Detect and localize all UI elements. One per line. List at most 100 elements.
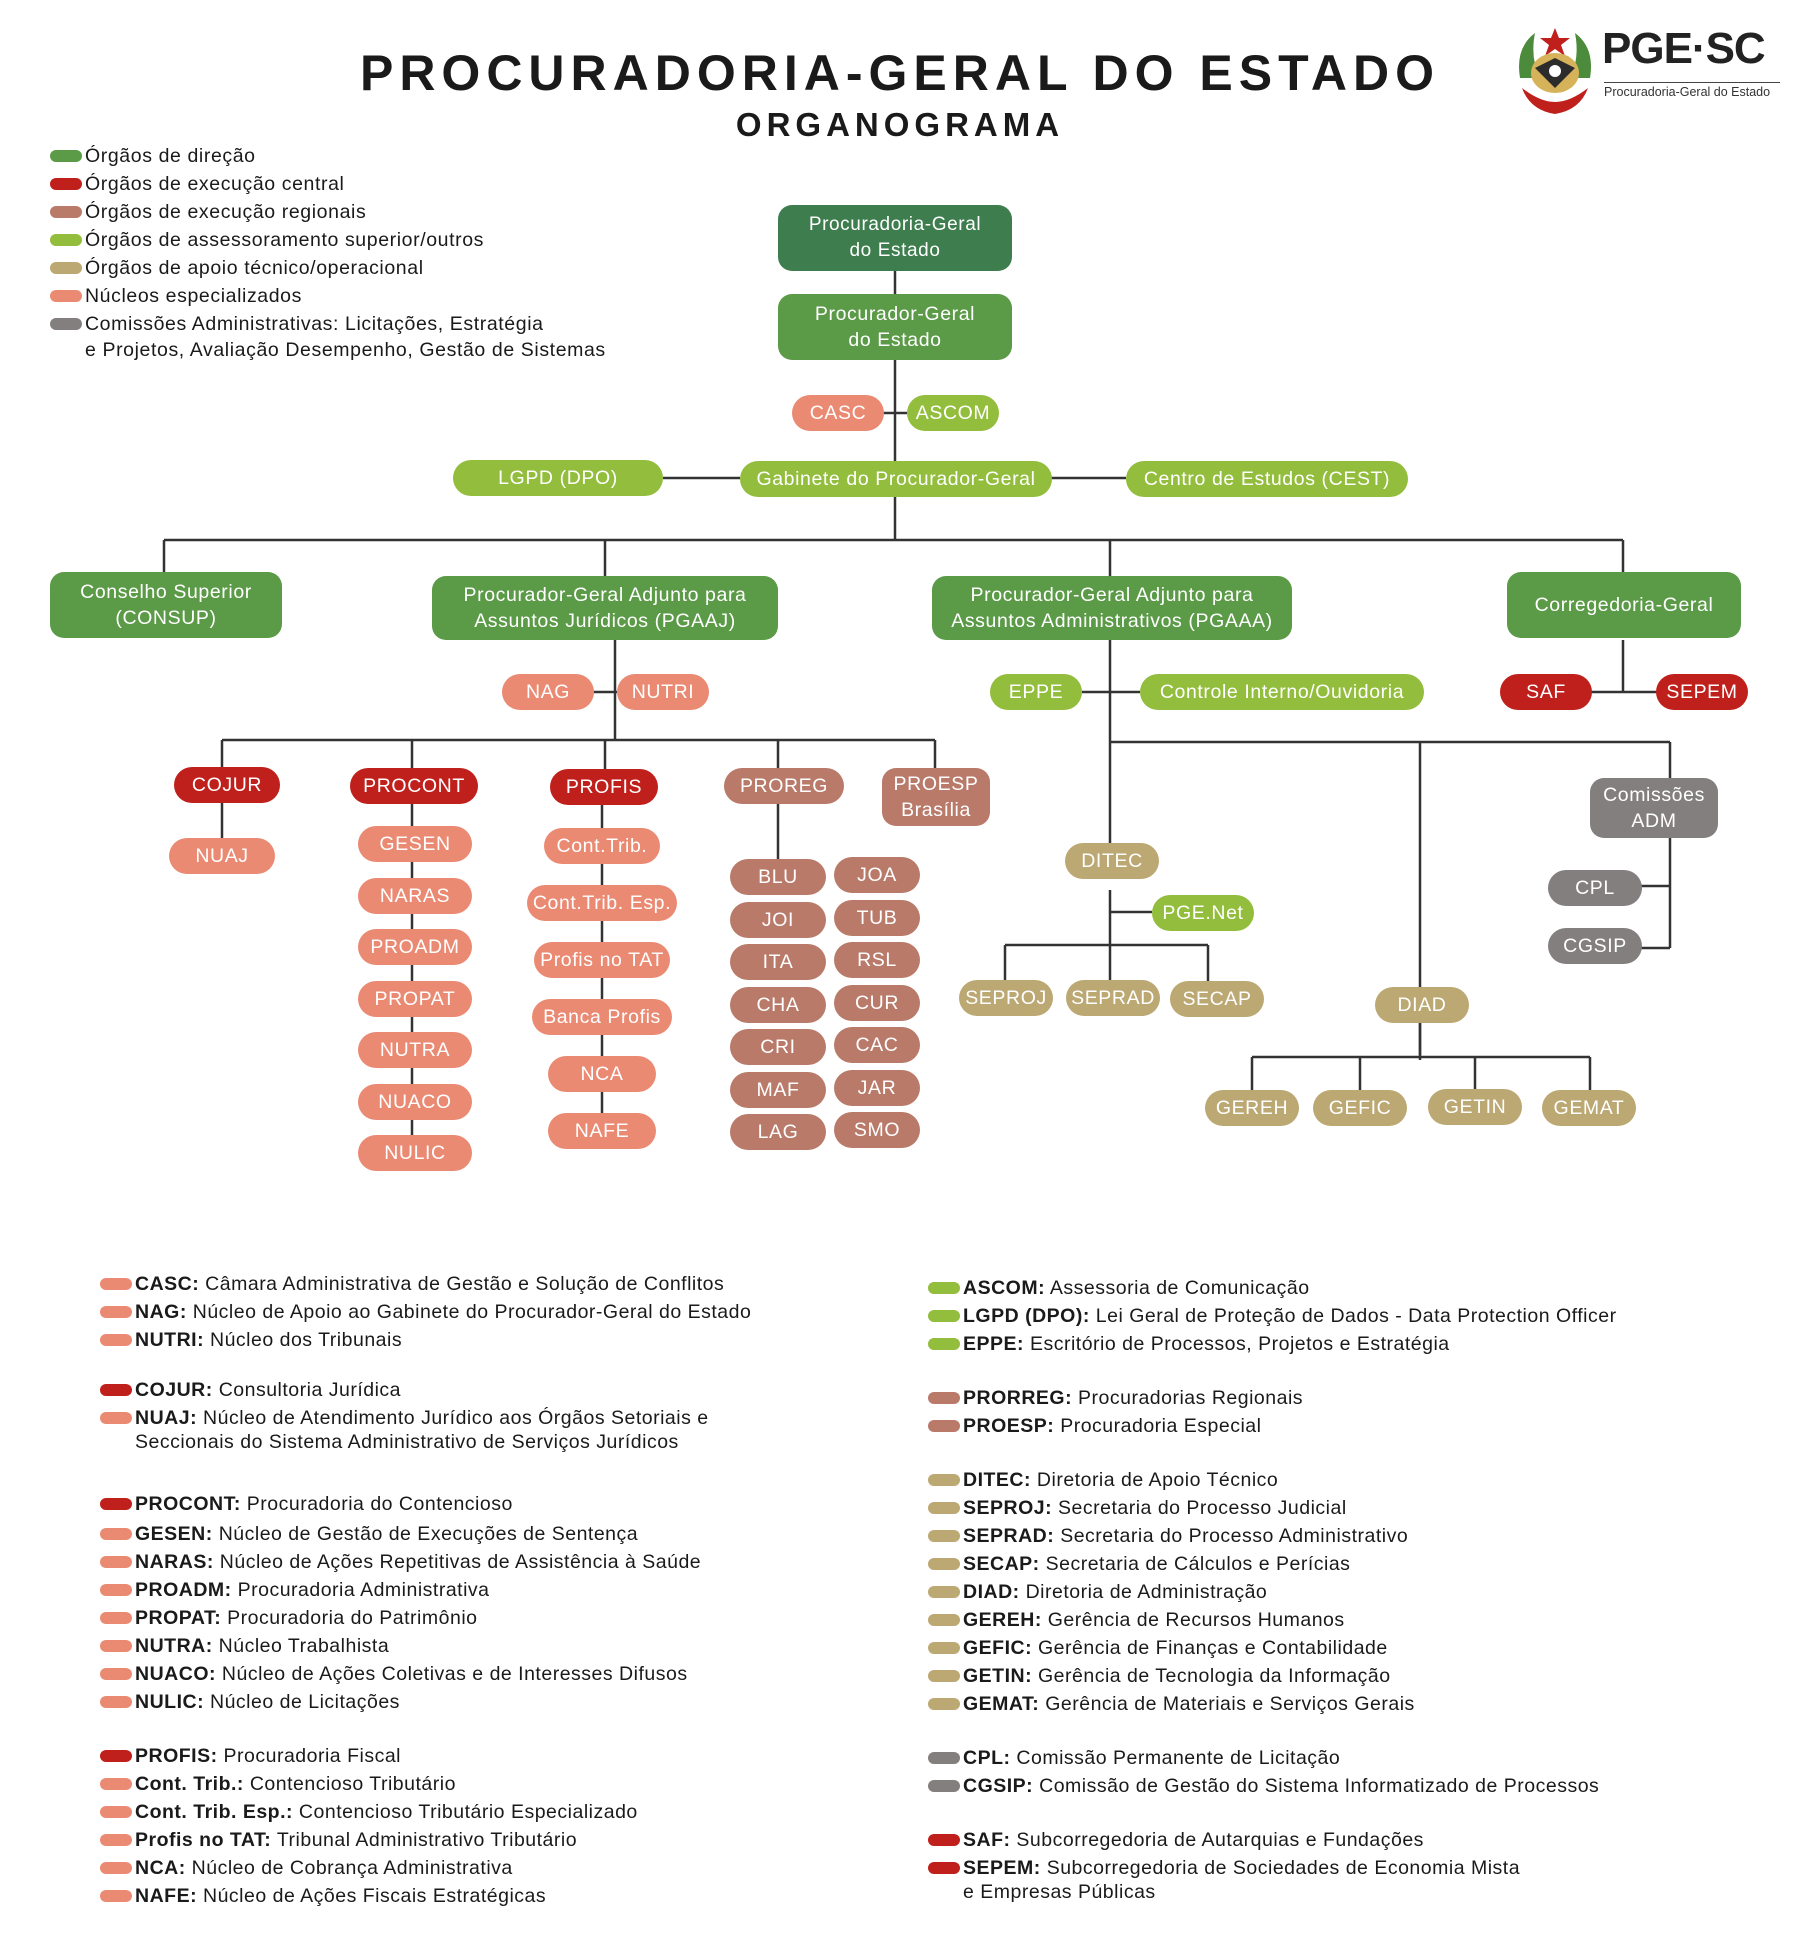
glossary-definition: Núcleo de Apoio ao Gabinete do Procurado… [192,1301,752,1323]
node-item: NULIC [358,1135,472,1171]
glossary-swatch [928,1530,960,1542]
glossary-swatch [100,1834,132,1846]
glossary-term: NUAJ: [135,1407,198,1429]
glossary-swatch [100,1384,132,1396]
node-gemat: GEMAT [1542,1090,1636,1126]
glossary-term: NUTRI: [135,1329,205,1351]
glossary-definition-continued: Seccionais do Sistema Administrativo de … [135,1431,679,1453]
glossary-term: Cont. Trib.: [135,1773,244,1795]
legend-label: Órgãos de execução central [85,173,345,195]
glossary-swatch [928,1586,960,1598]
node-seproj: SEPROJ [959,980,1053,1016]
glossary-text: Cont. Trib. Esp.: Contencioso Tributário… [135,1800,638,1824]
glossary-definition-continued: e Empresas Públicas [963,1881,1156,1903]
glossary-text: NUTRI: Núcleo dos Tribunais [135,1328,402,1352]
node-controle: Controle Interno/Ouvidoria [1140,674,1424,710]
node-procuradoria-geral: Procuradoria-Geral do Estado [778,205,1012,271]
node-consup: Conselho Superior (CONSUP) [50,572,282,638]
node-pgenet: PGE.Net [1152,895,1254,931]
glossary-text: Profis no TAT: Tribunal Administrativo T… [135,1828,577,1852]
glossary-swatch [100,1668,132,1680]
glossary-swatch [928,1420,960,1432]
node-corregedoria: Corregedoria-Geral [1507,572,1741,638]
glossary-term: SECAP: [963,1553,1040,1575]
node-item: CRI [730,1029,826,1065]
glossary-definition: Núcleo dos Tribunais [210,1329,403,1351]
glossary-text: NUACO: Núcleo de Ações Coletivas e de In… [135,1662,688,1686]
node-item: CHA [730,986,826,1023]
glossary-swatch [928,1780,960,1792]
glossary-text: SEPEM: Subcorregedoria de Sociedades de … [963,1856,1520,1904]
legend-label: Órgãos de direção [85,145,256,167]
glossary-definition: Procuradoria Especial [1060,1415,1262,1437]
glossary-text: PROESP: Procuradoria Especial [963,1414,1261,1438]
node-proesp: PROESP Brasília [882,768,990,826]
glossary-swatch [100,1696,132,1708]
glossary-term: CPL: [963,1747,1011,1769]
page-title: PROCURADORIA-GERAL DO ESTADO [359,45,1441,101]
glossary-definition: Diretoria de Apoio Técnico [1036,1469,1279,1491]
glossary-swatch [100,1612,132,1624]
glossary-definition: Gerência de Recursos Humanos [1047,1609,1345,1631]
glossary-term: DITEC: [963,1469,1031,1491]
node-item: SMO [834,1112,920,1148]
pge-sc-logo: PGE·SC Procuradoria-Geral do Estado [1510,18,1790,118]
node-profis: PROFIS [550,769,658,805]
legend-label: Comissões Administrativas: Licitações, E… [85,313,606,361]
glossary-text: NULIC: Núcleo de Licitações [135,1690,400,1714]
glossary-text: DIAD: Diretoria de Administração [963,1580,1267,1604]
glossary-definition: Procuradorias Regionais [1078,1387,1304,1409]
glossary-definition: Núcleo de Gestão de Execuções de Sentenç… [218,1523,639,1545]
node-item: Cont.Trib. [544,828,660,864]
glossary-definition: Contencioso Tributário [249,1773,456,1795]
glossary-definition: Secretaria do Processo Judicial [1058,1497,1347,1519]
logo-subtitle: Procuradoria-Geral do Estado [1604,82,1780,99]
node-item: BLU [730,859,826,895]
legend-label: Núcleos especializados [85,285,302,307]
glossary-term: SEPRAD: [963,1525,1055,1547]
node-gefic: GEFIC [1313,1090,1407,1126]
node-eppe: EPPE [990,674,1082,710]
glossary-definition: Secretaria de Cálculos e Perícias [1045,1553,1351,1575]
glossary-definition: Núcleo de Atendimento Jurídico aos Órgão… [203,1407,709,1429]
node-item: PROADM [358,929,472,965]
glossary-definition: Subcorregedoria de Autarquias e Fundaçõe… [1016,1829,1424,1851]
glossary-term: GESEN: [135,1523,213,1545]
glossary-swatch [100,1862,132,1874]
glossary-text: PROADM: Procuradoria Administrativa [135,1578,490,1602]
glossary-swatch [928,1282,960,1294]
node-item: NUACO [358,1083,472,1120]
glossary-term: PROFIS: [135,1745,218,1767]
node-item: JOA [834,857,920,893]
glossary-text: SEPROJ: Secretaria do Processo Judicial [963,1496,1347,1520]
glossary-text: NUAJ: Núcleo de Atendimento Jurídico aos… [135,1406,709,1454]
node-cpl: CPL [1548,870,1642,906]
glossary-term: PROESP: [963,1415,1055,1437]
legend-swatch [50,178,82,190]
glossary-swatch [928,1310,960,1322]
node-seprad: SEPRAD [1066,980,1160,1016]
glossary-text: CGSIP: Comissão de Gestão do Sistema Inf… [963,1774,1599,1798]
glossary-term: EPPE: [963,1333,1025,1355]
glossary-swatch [928,1670,960,1682]
node-secap: SECAP [1170,981,1264,1017]
glossary-swatch [100,1584,132,1596]
glossary-text: LGPD (DPO): Lei Geral de Proteção de Dad… [963,1304,1617,1328]
glossary-definition: Secretaria do Processo Administrativo [1060,1525,1409,1547]
glossary-swatch [928,1392,960,1404]
glossary-swatch [928,1502,960,1514]
glossary-swatch [100,1778,132,1790]
glossary-definition: Comissão Permanente de Licitação [1016,1747,1341,1769]
glossary-term: Cont. Trib. Esp.: [135,1801,293,1823]
node-item: Banca Profis [532,999,672,1035]
glossary-text: SEPRAD: Secretaria do Processo Administr… [963,1524,1408,1548]
node-item: LAG [730,1114,826,1150]
glossary-swatch [100,1498,132,1510]
node-item: NUTRA [358,1032,472,1068]
glossary-text: CASC: Câmara Administrativa de Gestão e … [135,1272,724,1296]
node-item: MAF [730,1071,826,1108]
glossary-term: NUTRA: [135,1635,213,1657]
glossary-text: EPPE: Escritório de Processos, Projetos … [963,1332,1450,1356]
node-pgaaj: Procurador-Geral Adjunto para Assuntos J… [432,576,778,640]
glossary-term: Profis no TAT: [135,1829,272,1851]
